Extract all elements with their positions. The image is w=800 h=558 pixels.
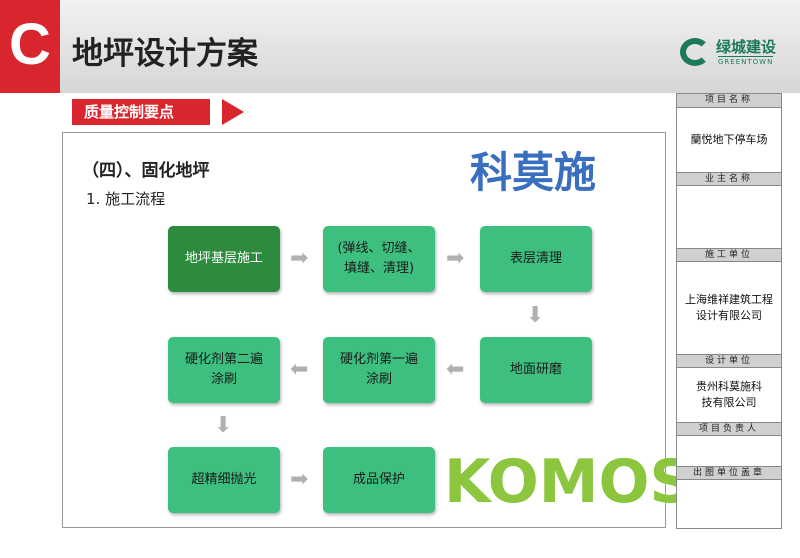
stamp-value xyxy=(677,480,781,540)
arrow-down-icon: ⬇ xyxy=(214,413,233,438)
logo-mark-icon xyxy=(680,38,710,66)
project-lead-value xyxy=(677,436,781,466)
panel-label: 施工单位 xyxy=(677,248,781,262)
logo-text-en: GREENTOWN xyxy=(718,56,774,66)
title-block-panel: 项目名称 蘭悦地下停车场 业主名称 施工单位 上海维祥建筑工程设计有限公司 设计… xyxy=(676,93,782,529)
arrow-left-icon: ⬅ xyxy=(446,357,465,382)
sub-heading: 1. 施工流程 xyxy=(86,190,166,208)
greentown-logo: 绿城建设 GREENTOWN xyxy=(680,36,790,70)
project-name-value: 蘭悦地下停车场 xyxy=(690,133,768,146)
flow-step: 硬化剂第一遍涂刷 xyxy=(323,337,435,403)
panel-label: 设计单位 xyxy=(677,354,781,368)
section-heading: （四）、固化地坪 xyxy=(82,161,210,181)
arrow-right-icon: ➡ xyxy=(290,467,309,492)
flow-step: 超精细抛光 xyxy=(168,447,280,513)
panel-label: 项目名称 xyxy=(677,94,781,108)
panel-label: 业主名称 xyxy=(677,172,781,186)
contractor-value: 上海维祥建筑工程设计有限公司 xyxy=(685,293,773,322)
chapter-letter: C xyxy=(0,0,60,93)
arrow-down-icon: ⬇ xyxy=(526,303,545,328)
panel-label: 出图单位盖章 xyxy=(677,466,781,480)
section-tag: 质量控制要点 xyxy=(72,99,210,125)
flow-step: 表层清理 xyxy=(480,226,592,292)
arrow-right-icon: ➡ xyxy=(446,246,465,271)
page-title: 地坪设计方案 xyxy=(72,36,258,72)
tag-arrow-icon xyxy=(222,99,244,125)
designer-value: 贵州科莫施科技有限公司 xyxy=(696,380,762,409)
content-frame xyxy=(62,132,666,528)
panel-label: 项目负责人 xyxy=(677,422,781,436)
arrow-right-icon: ➡ xyxy=(290,246,309,271)
header xyxy=(0,0,800,93)
logo-text: 绿城建设 xyxy=(716,38,777,56)
flow-step: 地坪基层施工 xyxy=(168,226,280,292)
flow-step: 地面研磨 xyxy=(480,337,592,403)
flow-step: (弹线、切缝、填缝、清理) xyxy=(323,226,435,292)
flow-step: 成品保护 xyxy=(323,447,435,513)
owner-value xyxy=(677,186,781,248)
arrow-left-icon: ⬅ xyxy=(290,357,309,382)
flow-step: 硬化剂第二遍涂刷 xyxy=(168,337,280,403)
